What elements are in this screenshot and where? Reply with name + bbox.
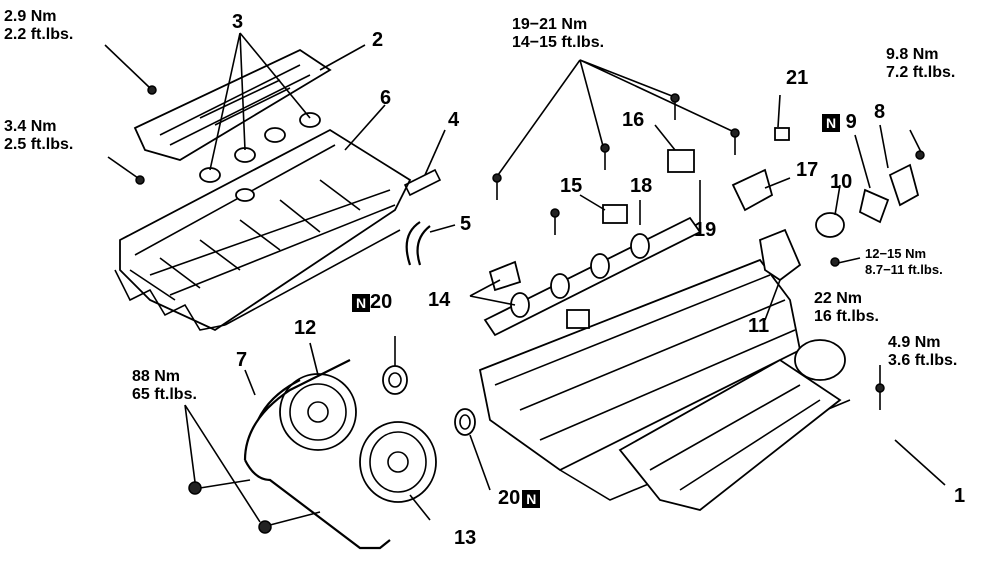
cylinder-head-left (114, 128, 412, 332)
callout-12: 12 (294, 317, 317, 339)
callout-15: 15 (560, 175, 583, 197)
callout-5: 5 (460, 213, 472, 235)
callout-17: 17 (796, 159, 819, 181)
timing-belt (243, 359, 391, 550)
camshaft-sprockets (279, 373, 437, 503)
callout-18: 18 (630, 175, 653, 197)
callout-11: 11 (748, 315, 770, 337)
callout-13: 13 (454, 527, 477, 549)
cylinder-head-right (478, 258, 851, 511)
callout-19: 19 (694, 219, 717, 241)
rocker-cover (133, 48, 332, 161)
gasket-part (403, 168, 442, 197)
callout-7: 7 (236, 349, 248, 371)
callout-16: 16 (622, 109, 645, 131)
callout-1: 1 (954, 485, 966, 507)
bearing-caps (488, 149, 774, 329)
new-part-badge: N (822, 113, 840, 132)
callout-21: 21 (786, 67, 809, 89)
new-part-badge: N (352, 293, 370, 312)
hose-part (405, 221, 421, 266)
callout-2: 2 (372, 29, 384, 51)
callout-8: 8 (874, 101, 886, 123)
callout-6: 6 (380, 87, 392, 109)
cam-sensor-parts (758, 127, 920, 282)
callout-14: 14 (428, 289, 451, 311)
leader-lines (104, 32, 946, 523)
callout-4: 4 (448, 109, 460, 131)
oil-seals (382, 365, 476, 436)
new-part-badge: N (522, 489, 541, 508)
callout-3: 3 (232, 11, 244, 33)
callout-10: 10 (830, 171, 853, 193)
callout-9: N 9 (822, 112, 857, 132)
